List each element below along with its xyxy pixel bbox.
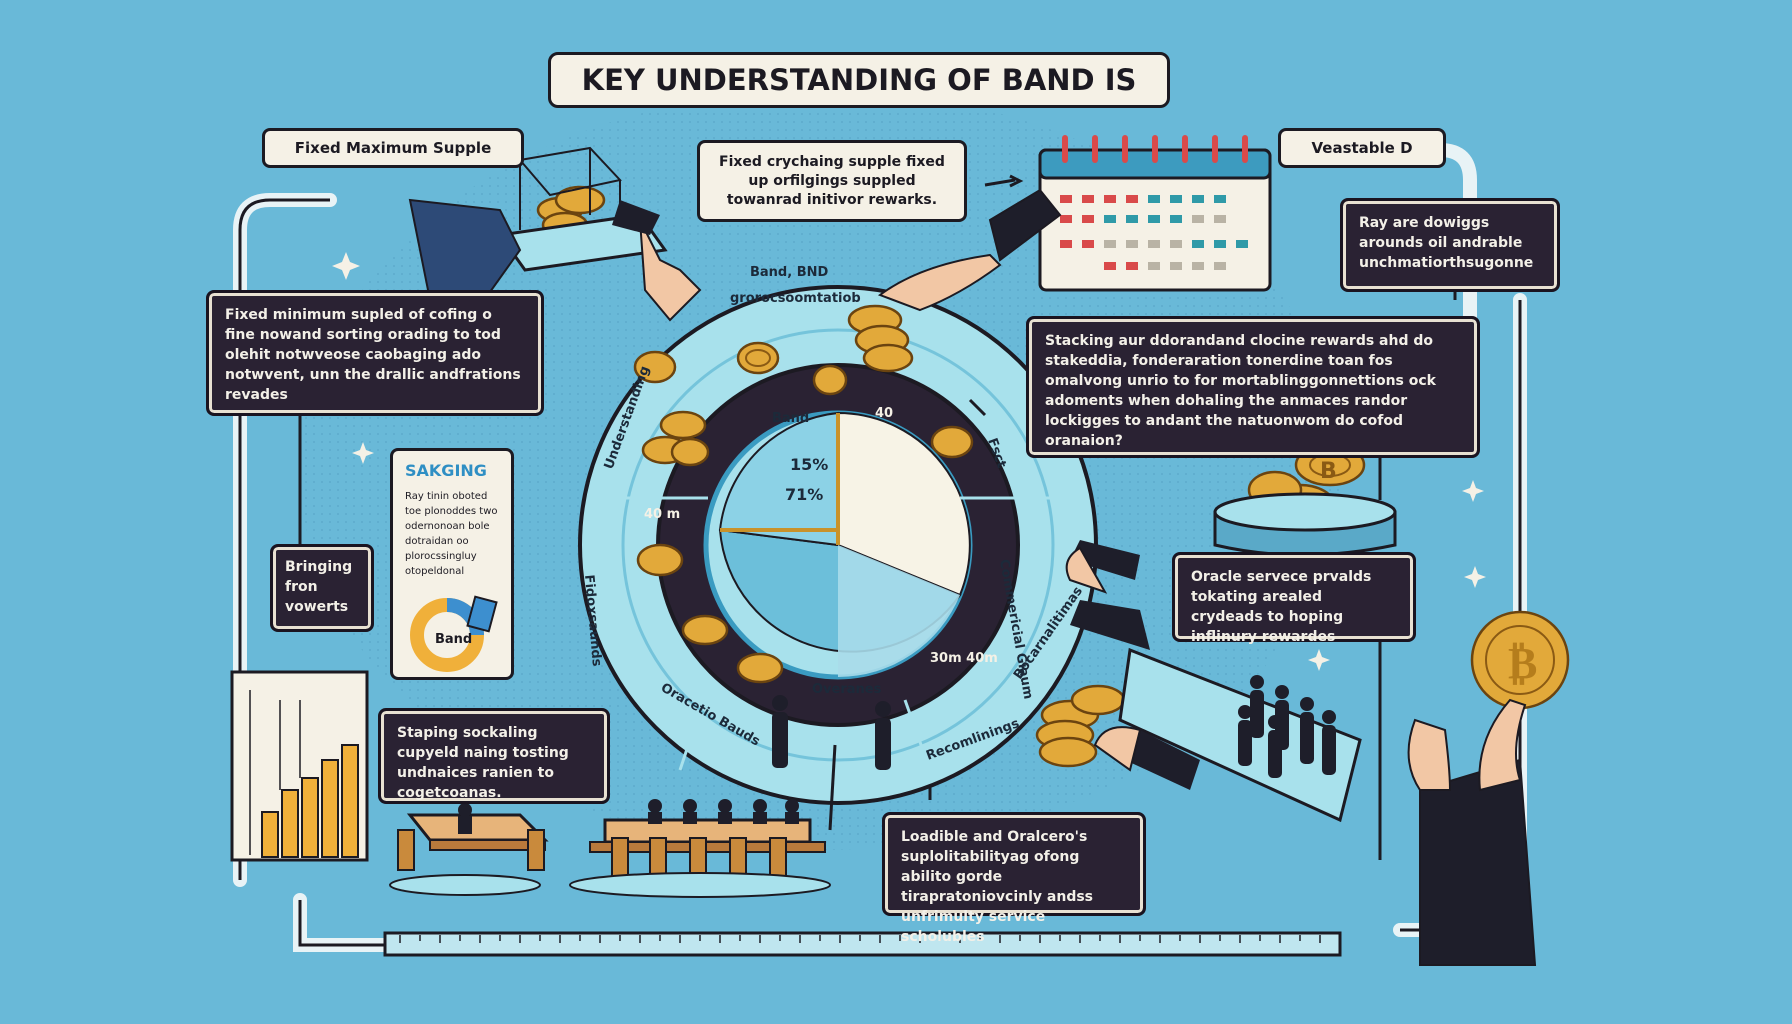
staking-donut-icon: Band [410, 595, 498, 672]
staking-card-body: Ray tinin oboted toe plonoddes two odern… [405, 491, 498, 577]
label-fixed-max-supply: Fixed Maximum Supple [262, 128, 524, 168]
svg-text:B: B [1320, 459, 1337, 484]
meeting-table [389, 799, 831, 898]
calendar-icon [1038, 135, 1272, 292]
staking-card: SAKGING Ray tinin oboted toe plonoddes t… [390, 448, 514, 680]
pie-pct-a: 15% [790, 455, 828, 474]
svg-text:₿: ₿ [1508, 638, 1537, 689]
callout-left-top: Fixed minimum supled of cofing o fine no… [206, 290, 544, 416]
bar-chart-illustration [230, 670, 369, 862]
ring-inner-bold: Band [772, 411, 809, 426]
ring-bottom-num: 30m 40m [930, 651, 998, 666]
callout-top-center: Fixed crychaing supple fixed up orfilgin… [697, 140, 967, 222]
label-vestable: Veastable D [1278, 128, 1446, 168]
staking-donut-label: Band [435, 632, 472, 647]
pie-pct-b: 71% [785, 485, 823, 504]
ruler-bar [383, 931, 1342, 957]
page-title: KEY UNDERSTANDING OF BAND IS [548, 52, 1170, 108]
callout-right-middle: Stacking aur ddorandand clocine rewards … [1026, 316, 1480, 458]
ring-top-right-num: 40 [875, 406, 893, 421]
ring-label-bottom: Overanes [812, 682, 882, 697]
callout-bottom-center: Loadible and Oralcero's suplolitabilitya… [882, 812, 1146, 945]
ring-label-band-bnd: Band, BND [750, 265, 828, 280]
callout-bottom-left: Staping sockaling cupyeld naing tosting … [378, 708, 610, 804]
ring-left-num: 40 m [644, 507, 680, 522]
staking-card-title: SAKGING [405, 461, 487, 480]
callout-right-lower: Oracle servece prvalds tokating arealed … [1172, 552, 1416, 645]
outer-ring [578, 285, 1098, 805]
hand-illustrations [612, 188, 1537, 966]
callout-bridging: Bringing fron vowerts [270, 544, 374, 632]
ring-label-top: grorocsoomtatiob [730, 291, 861, 306]
callout-right-top: Ray are dowiggs arounds oil andrable unc… [1340, 198, 1560, 292]
